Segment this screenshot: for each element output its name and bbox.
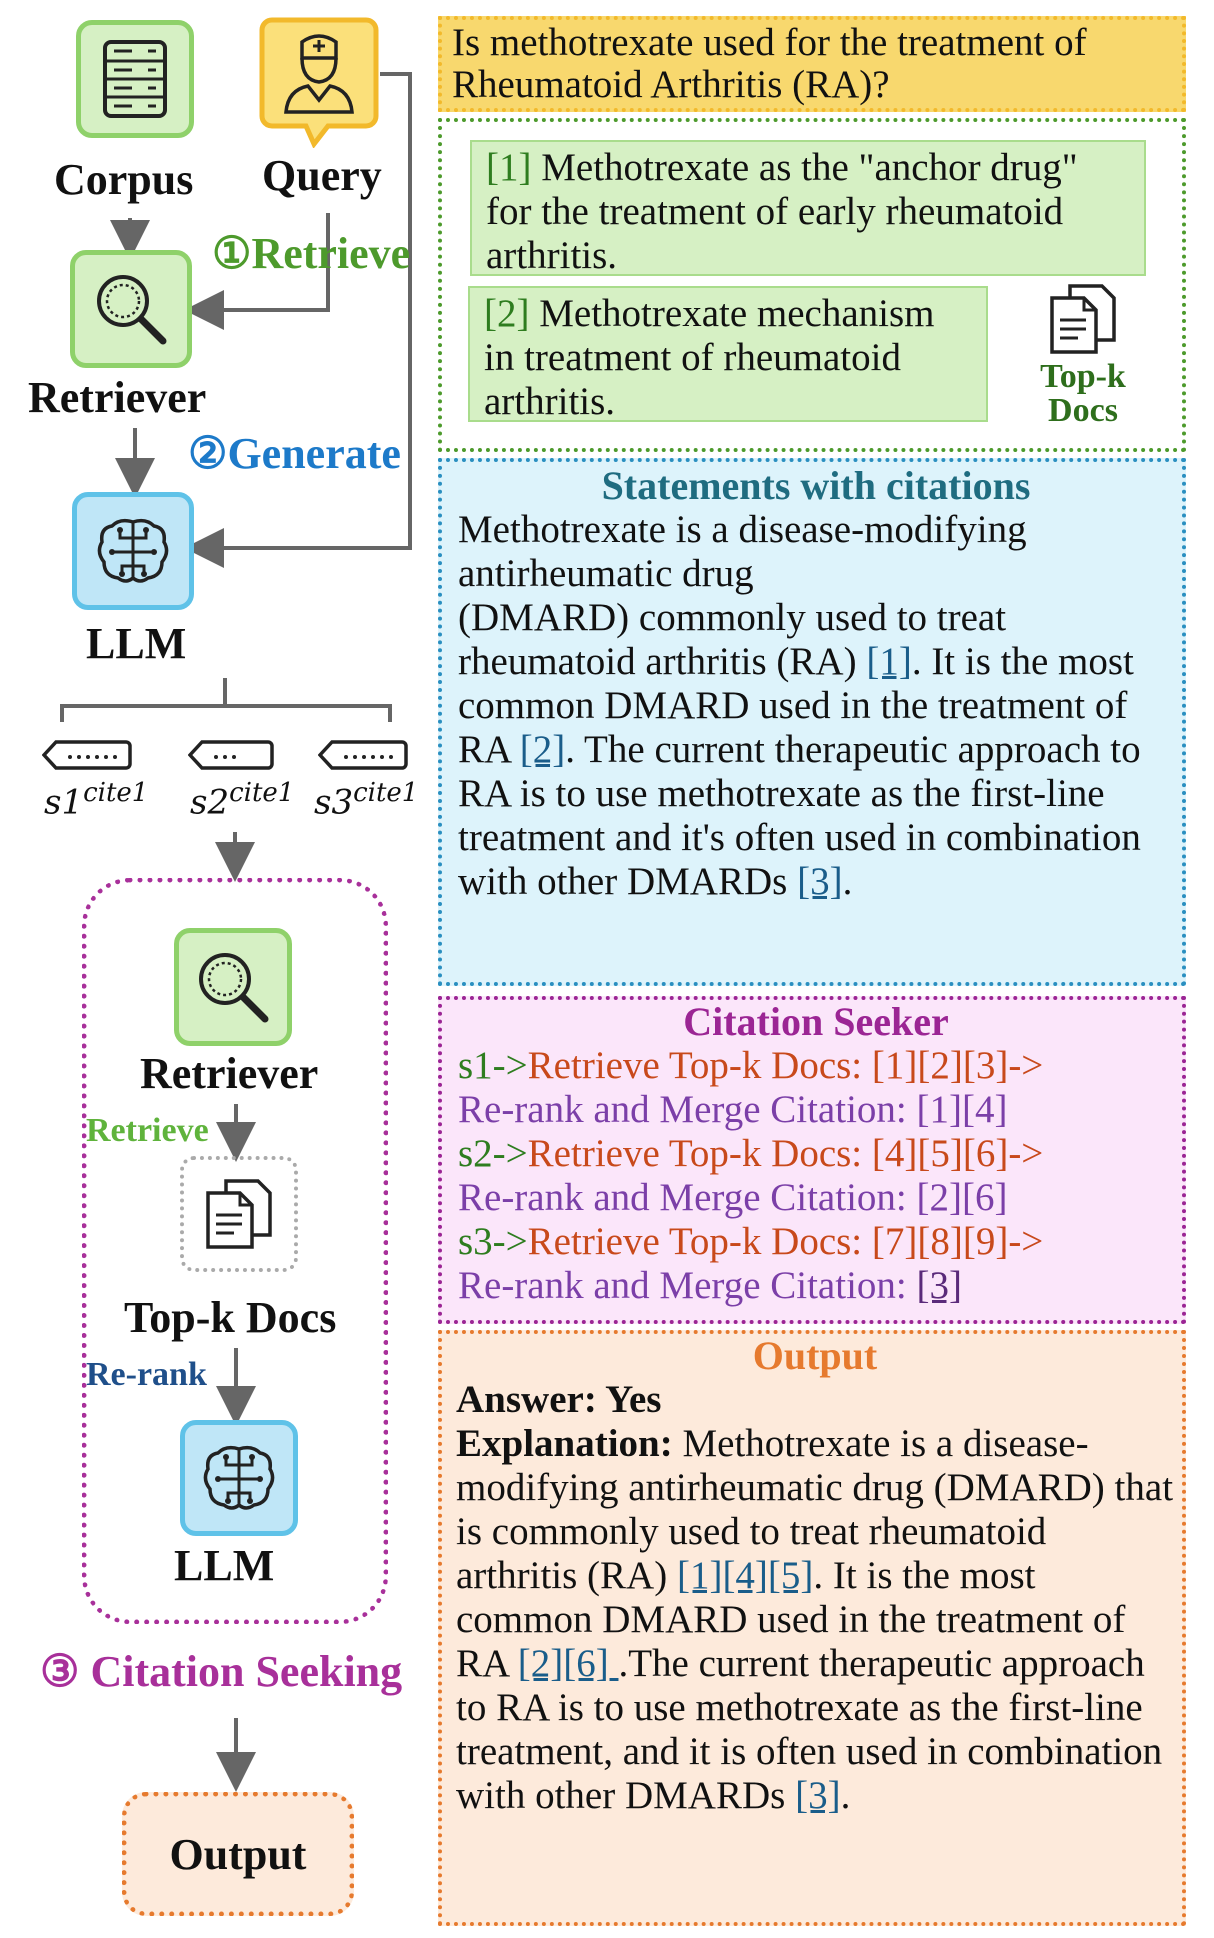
- seek-retriever-label: Retriever: [140, 1049, 319, 1098]
- seeker-retrieve: Retrieve Top-k Docs: [7][8][9]->: [527, 1220, 1044, 1263]
- seeker-retrieve: Retrieve Top-k Docs: [1][2][3]->: [527, 1044, 1044, 1087]
- seeker-statement: s3->: [458, 1220, 528, 1263]
- statement-base: s2: [190, 782, 230, 823]
- step-citation-seeking: ③ Citation Seeking: [40, 1647, 403, 1696]
- statement-base: s3: [314, 782, 354, 823]
- seeker-row-1: s1->Retrieve Top-k Docs: [1][2][3]-> Re-…: [458, 1044, 1174, 1132]
- statements-text: . It is the most common DMARD used in th…: [458, 640, 1134, 771]
- doc-number: [1]: [486, 146, 532, 189]
- seeker-retrieve: Retrieve Top-k Docs: [4][5][6]->: [527, 1132, 1044, 1175]
- explanation-text: .The current therapeutic approach to RA …: [456, 1642, 1163, 1817]
- doc-number: [2]: [484, 292, 530, 335]
- statement-tag-icon: [42, 740, 132, 770]
- doctor-icon: [284, 34, 354, 114]
- step-retrieve: ①Retrieve: [212, 229, 411, 278]
- citation-link[interactable]: [3]: [795, 1774, 841, 1817]
- documents-icon: [1050, 284, 1116, 354]
- seek-topk-label: Top-k Docs: [124, 1293, 337, 1342]
- seeker-statement: s2->: [458, 1132, 528, 1175]
- doc-card-1: [1] Methotrexate as the "anchor drug" fo…: [470, 140, 1146, 277]
- seek-llm-node: [180, 1420, 298, 1536]
- brain-icon: [97, 518, 169, 583]
- seek-llm-label: LLM: [174, 1541, 275, 1590]
- topk-docs-node: [180, 1156, 298, 1272]
- statements-title: Statements with citations: [601, 463, 1031, 508]
- documents-icon: [206, 1179, 272, 1249]
- explanation-text: .: [840, 1774, 851, 1817]
- citation-link[interactable]: [2]: [519, 728, 566, 771]
- query-node: [258, 16, 380, 149]
- explanation-label: Explanation:: [456, 1422, 673, 1465]
- statement-tag-icon: [318, 740, 408, 770]
- citation-link[interactable]: [3]: [797, 860, 843, 903]
- retriever-node: [70, 250, 192, 368]
- citation-seeking-box: [82, 878, 388, 1624]
- seeker-row-3: s3->Retrieve Top-k Docs: [7][8][9]-> Re-…: [458, 1220, 1174, 1308]
- topk-line2: Docs: [1048, 392, 1118, 429]
- output-node: Output: [122, 1792, 354, 1916]
- topk-line1: Top-k: [1040, 358, 1126, 395]
- explanation-text: . It is the most common DMARD used in th…: [456, 1554, 1126, 1685]
- server-icon: [103, 40, 167, 118]
- corpus-label: Corpus: [54, 155, 194, 204]
- explanation-text: Methotrexate is a disease-modifying anti…: [456, 1422, 1174, 1597]
- statements-text: .: [842, 860, 853, 903]
- step-generate: ②Generate: [188, 429, 401, 478]
- seeker-statement: s1->: [458, 1044, 528, 1087]
- query-panel: Is methotrexate used for the treatment o…: [438, 16, 1186, 112]
- query-text: Is methotrexate used for the treatment o…: [452, 21, 1087, 106]
- topk-docs-caption: Top-k Docs: [1026, 360, 1140, 428]
- citation-link[interactable]: [1]: [866, 640, 912, 683]
- statement-tag-icon: [188, 740, 274, 770]
- explanation-body: Explanation: Methotrexate is a disease-m…: [456, 1422, 1174, 1818]
- seeker-row-2: s2->Retrieve Top-k Docs: [4][5][6]-> Re-…: [458, 1132, 1174, 1220]
- corpus-node: [76, 20, 194, 138]
- seek-retrieve-label: Retrieve: [86, 1112, 209, 1149]
- answer-line: Answer: Yes: [456, 1378, 662, 1421]
- query-label: Query: [262, 151, 382, 200]
- statement-s3: s3cite1: [314, 778, 418, 822]
- statements-line1: Methotrexate is a disease-modifying anti…: [458, 508, 1027, 595]
- statement-s1: s1cite1: [44, 778, 148, 822]
- statement-base: s1: [44, 782, 84, 823]
- llm-node: [72, 492, 194, 610]
- seeker-rerank: Re-rank and Merge Citation: [2][6]: [458, 1176, 1008, 1219]
- seek-rerank-label: Re-rank: [86, 1356, 207, 1393]
- connectors: [60, 72, 412, 1792]
- seek-retriever-node: [174, 928, 292, 1046]
- brain-icon: [203, 1445, 275, 1510]
- statement-sup: cite1: [83, 778, 149, 808]
- citation-link[interactable]: [2][6]: [517, 1642, 619, 1685]
- statement-s2: s2cite1: [190, 778, 294, 822]
- output-panel: Output Answer: Yes Explanation: Methotre…: [438, 1330, 1186, 1926]
- docs-panel: [438, 118, 1186, 452]
- llm-label: LLM: [86, 619, 187, 668]
- statement-sup: cite1: [353, 778, 419, 808]
- statements-body: (DMARD) commonly used to treat rheumatoi…: [458, 596, 1174, 904]
- seeker-title: Citation Seeker: [683, 999, 949, 1044]
- statements-panel: Statements with citations Methotrexate i…: [438, 458, 1186, 986]
- citation-seeker-panel: Citation Seeker s1->Retrieve Top-k Docs:…: [438, 996, 1186, 1324]
- statement-sup: cite1: [229, 778, 295, 808]
- output-label: Output: [169, 1829, 307, 1879]
- doc-text: Methotrexate as the "anchor drug" for th…: [486, 146, 1078, 277]
- seeker-rerank: Re-rank and Merge Citation: [1][4]: [458, 1088, 1008, 1131]
- retriever-label: Retriever: [28, 373, 207, 422]
- doc-text: Methotrexate mechanism in treatment of r…: [484, 292, 935, 423]
- magnifier-icon: [199, 953, 269, 1023]
- statements-text: . The current therapeutic approach to RA…: [458, 728, 1141, 903]
- statements-text: (DMARD) commonly used to treat rheumatoi…: [458, 596, 1007, 683]
- seeker-rerank: Re-rank and Merge Citation:: [458, 1264, 917, 1307]
- output-title: Output: [752, 1333, 878, 1378]
- citation-link[interactable]: [3]: [916, 1264, 962, 1307]
- citation-link[interactable]: [1][4][5]: [676, 1554, 814, 1597]
- magnifier-icon: [97, 275, 167, 345]
- doc-card-2: [2] Methotrexate mechanism in treatment …: [468, 286, 988, 423]
